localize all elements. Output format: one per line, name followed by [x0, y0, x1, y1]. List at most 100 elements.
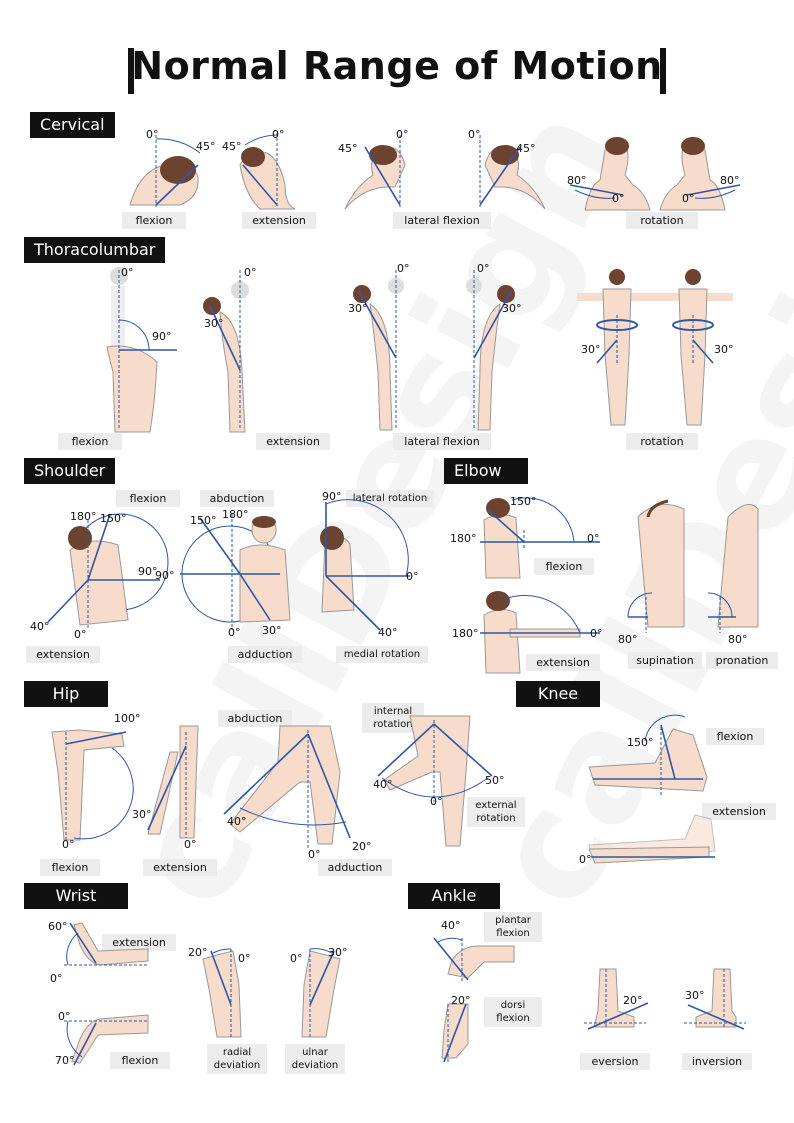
angle-label: 30°: [204, 317, 224, 330]
shoulder-rotation-figure: [320, 499, 410, 631]
angle-label: 0°: [682, 192, 695, 205]
section-hip: Hip: [24, 681, 108, 707]
caption-cervical-rotation: rotation: [626, 212, 698, 229]
angle-label: 0°: [58, 1010, 71, 1023]
caption-ankle-dorsi-flexion: dorsi flexion: [484, 997, 542, 1027]
angle-label: 80°: [728, 633, 748, 646]
title-bar-left: [128, 48, 134, 94]
angle-label: 20°: [188, 946, 208, 959]
caption-wrist-flexion: flexion: [110, 1052, 170, 1069]
elbow-extension-figure: [480, 591, 600, 674]
angle-label: 150°: [190, 514, 217, 527]
angle-label: 30°: [685, 989, 705, 1002]
angle-label: 0°: [430, 795, 443, 808]
ankle-inversion-figure: [684, 968, 746, 1030]
section-shoulder: Shoulder: [24, 458, 116, 484]
angle-label: 0°: [50, 972, 63, 985]
angle-label: 0°: [396, 128, 409, 141]
caption-knee-flexion: flexion: [706, 728, 764, 745]
angle-label: 0°: [62, 838, 75, 851]
angle-label: 45°: [222, 140, 242, 153]
caption-hip-flexion: flexion: [40, 859, 100, 876]
angle-label: 90°: [155, 569, 175, 582]
angle-label: 30°: [132, 808, 152, 821]
angle-label: 0°: [468, 128, 481, 141]
section-ankle: Ankle: [408, 883, 500, 909]
caption-thoracolumbar-extension: extension: [256, 433, 330, 450]
angle-label: 80°: [720, 174, 740, 187]
angle-label: 180°: [70, 510, 97, 523]
caption-ankle-plantar-flexion: plantar flexion: [484, 912, 542, 942]
angle-label: 0°: [184, 838, 197, 851]
angle-label: 0°: [228, 626, 241, 639]
caption-thoracolumbar-flexion: flexion: [58, 433, 122, 450]
angle-label: 90°: [138, 565, 158, 578]
wrist-ulnar-figure: [301, 948, 341, 1038]
knee-flexion-figure: [588, 714, 708, 795]
angle-label: 90°: [322, 490, 342, 503]
thoracolumbar-rotation-figure: [577, 269, 733, 426]
caption-thoracolumbar-lateral-flexion: lateral flexion: [393, 433, 491, 450]
cervical-rotation-figure: [569, 137, 741, 211]
angle-label: 40°: [441, 919, 461, 932]
caption-ankle-inversion: inversion: [682, 1053, 752, 1070]
angle-label: 0°: [272, 128, 285, 141]
wrist-radial-figure: [202, 948, 242, 1038]
caption-hip-external-rotation: external rotation: [467, 797, 525, 827]
cervical-lateral-flexion-figure: [344, 135, 546, 210]
section-thoracolumbar: Thoracolumbar: [24, 237, 166, 263]
angle-label: 45°: [196, 140, 216, 153]
caption-cervical-flexion: flexion: [122, 212, 186, 229]
caption-elbow-pronation: pronation: [706, 652, 778, 669]
angle-label: 150°: [627, 736, 654, 749]
caption-shoulder-adduction: adduction: [228, 646, 302, 663]
section-knee: Knee: [516, 681, 600, 707]
angle-label: 150°: [510, 495, 537, 508]
thoracolumbar-extension-figure: [203, 270, 249, 433]
angle-label: 0°: [406, 570, 419, 583]
elbow-supination-figure: [627, 499, 759, 633]
caption-knee-extension: extension: [702, 803, 776, 820]
angle-label: 180°: [452, 627, 479, 640]
angle-label: 40°: [227, 815, 247, 828]
angle-label: 60°: [48, 920, 68, 933]
angle-label: 45°: [338, 142, 358, 155]
title-bar-right: [660, 48, 666, 94]
angle-label: 30°: [262, 624, 282, 637]
angle-label: 0°: [74, 628, 87, 641]
page-title: Normal Range of Motion: [131, 44, 663, 88]
angle-label: 180°: [222, 508, 249, 521]
caption-elbow-flexion: flexion: [534, 558, 594, 575]
wrist-extension-figure: [64, 922, 149, 966]
angle-label: 30°: [348, 302, 368, 315]
section-wrist: Wrist: [24, 883, 128, 909]
caption-elbow-extension: extension: [526, 654, 600, 671]
angle-label: 0°: [290, 952, 303, 965]
angle-label: 20°: [352, 840, 372, 853]
cervical-extension-figure: [239, 133, 296, 210]
caption-shoulder-medial-rotation: medial rotation: [336, 646, 428, 663]
section-elbow: Elbow: [444, 458, 528, 484]
hip-flexion-figure: [51, 729, 134, 841]
elbow-flexion-figure: [480, 497, 600, 579]
angle-label: 45°: [516, 142, 536, 155]
angle-label: 90°: [152, 330, 172, 343]
caption-wrist-radial-deviation: radial deviation: [207, 1044, 267, 1074]
angle-label: 0°: [397, 262, 410, 275]
angle-label: 40°: [378, 626, 398, 639]
knee-extension-figure: [588, 814, 716, 864]
angle-label: 0°: [477, 262, 490, 275]
angle-label: 30°: [714, 343, 734, 356]
caption-shoulder-flexion: flexion: [116, 490, 180, 507]
angle-label: 30°: [581, 343, 601, 356]
thoracolumbar-lateral-flexion-figure: [353, 270, 515, 431]
hip-extension-figure: [147, 725, 199, 839]
ankle-dorsi-figure: [441, 1003, 469, 1063]
caption-hip-abduction: abduction: [218, 710, 292, 727]
angle-label: 0°: [121, 266, 134, 279]
angle-label: 50°: [485, 774, 505, 787]
angle-label: 150°: [100, 512, 127, 525]
angle-label: 0°: [244, 266, 257, 279]
angle-label: 0°: [612, 192, 625, 205]
hip-rotation-figure: [377, 715, 493, 847]
